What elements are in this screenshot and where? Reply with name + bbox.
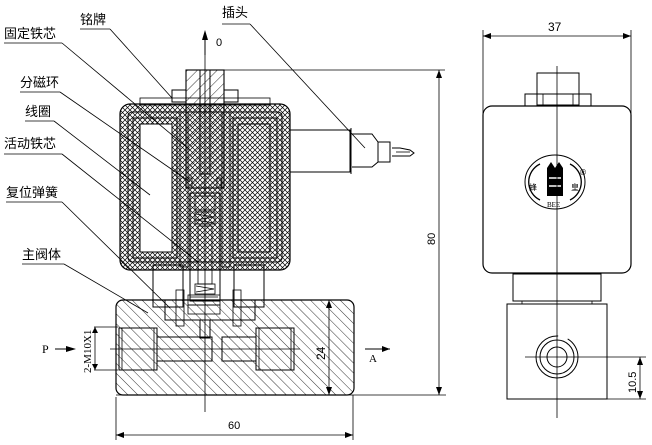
inlet-marker: P xyxy=(42,342,76,356)
logo-left-char: 蜂 xyxy=(529,182,537,192)
callouts: 铭牌 固定铁芯 插头 分磁环 线圈 活动铁芯 复位弹簧 主阀体 xyxy=(4,6,366,314)
top-nut xyxy=(536,72,580,106)
view-label-a: A xyxy=(369,353,377,365)
callout-plug: 插头 xyxy=(222,6,248,21)
brand-logo: 蜂 皇 BEE ® xyxy=(524,154,587,210)
side-view: 37 蜂 皇 BEE ® xyxy=(482,20,646,418)
thread-dimension: 2-M10X1 xyxy=(82,326,118,373)
bee-icon xyxy=(547,168,563,196)
callout-nameplate: 铭牌 xyxy=(80,12,106,28)
shading-ring xyxy=(187,177,193,189)
dimension-total-height: 80 xyxy=(214,69,445,395)
logo-right-char: 皇 xyxy=(571,182,579,192)
view-arrow-a: A xyxy=(365,346,390,365)
callout-coil: 线圈 xyxy=(25,105,51,120)
dimension-37: 37 xyxy=(548,20,562,34)
dimension-24: 24 xyxy=(314,346,328,360)
outlet-label: 0 xyxy=(216,37,222,49)
thread-spec: 2-M10X1 xyxy=(82,330,94,373)
dimension-width: 60 xyxy=(115,395,354,440)
dimension-port-height: 10.5 xyxy=(627,357,643,399)
outlet-marker: 0 xyxy=(202,30,222,55)
callout-return-spring: 复位弹簧 xyxy=(6,185,58,201)
dimension-body-height: 24 xyxy=(290,299,336,395)
callout-shading-ring: 分磁环 xyxy=(20,76,59,91)
plug xyxy=(289,128,415,174)
callout-fixed-core: 固定铁芯 xyxy=(4,27,56,42)
inlet-label: P xyxy=(42,342,49,356)
logo-registered-mark: ® xyxy=(579,168,587,177)
dimension-60: 60 xyxy=(228,420,240,432)
dimension-80: 80 xyxy=(426,233,438,245)
dimension-side-width: 37 xyxy=(482,20,632,120)
callout-moving-core: 活动铁芯 xyxy=(4,137,56,152)
return-spring xyxy=(195,285,215,293)
dimension-10-5: 10.5 xyxy=(627,372,639,393)
logo-text: BEE xyxy=(547,201,560,209)
section-view: 0 P 2-M10X1 60 xyxy=(42,30,446,440)
callout-valve-body: 主阀体 xyxy=(22,248,61,263)
